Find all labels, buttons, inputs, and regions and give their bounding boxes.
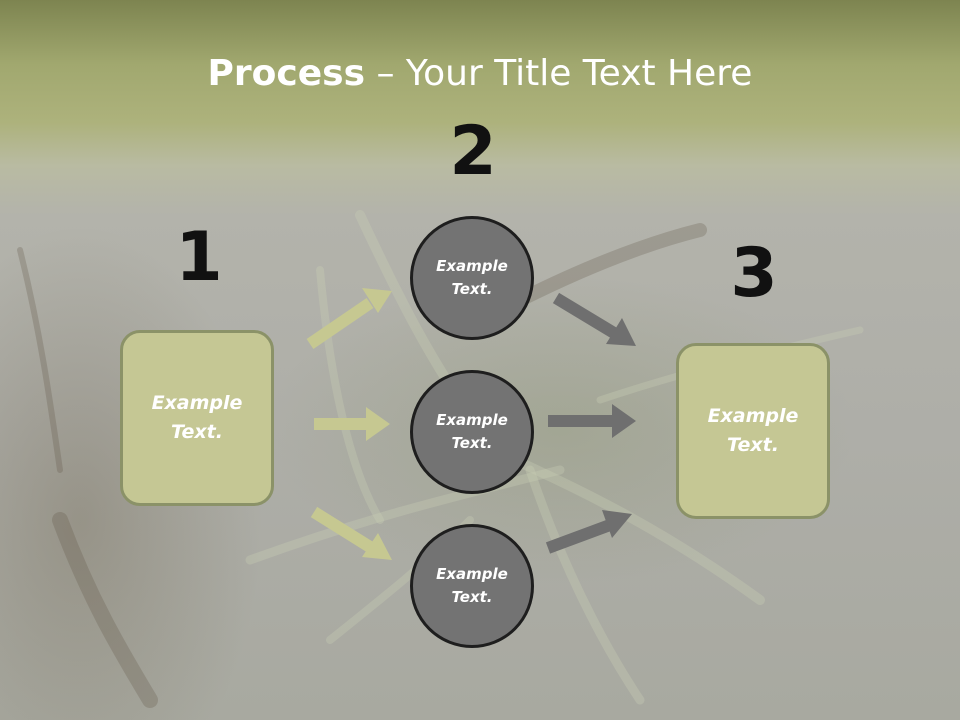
step-3-text: Example Text. [707, 405, 799, 456]
arrow-from-circle-bottom [545, 510, 632, 554]
step-2-circle-top: Example Text. [410, 216, 534, 340]
step-1-box: Example Text. [120, 330, 274, 506]
step-number-2: 2 [449, 112, 497, 191]
step-3-box: Example Text. [676, 343, 830, 519]
circle-bottom-text: Example Text. [436, 565, 508, 606]
step-number-3: 3 [730, 234, 778, 313]
circle-middle-text: Example Text. [436, 411, 508, 452]
arrow-from-circle-top [552, 292, 636, 346]
arrow-to-circle-top [306, 288, 392, 349]
arrow-to-circle-middle [314, 407, 390, 441]
title-rest: – Your Title Text Here [365, 53, 753, 94]
step-2-circle-bottom: Example Text. [410, 524, 534, 648]
page-title: Process – Your Title Text Here [0, 52, 960, 96]
title-bold: Process [207, 53, 366, 94]
step-2-circle-middle: Example Text. [410, 370, 534, 494]
arrow-to-circle-bottom [310, 506, 392, 560]
circle-top-text: Example Text. [436, 257, 508, 298]
arrow-from-circle-middle [548, 404, 636, 438]
step-1-text: Example Text. [151, 392, 243, 443]
step-number-1: 1 [175, 218, 223, 297]
